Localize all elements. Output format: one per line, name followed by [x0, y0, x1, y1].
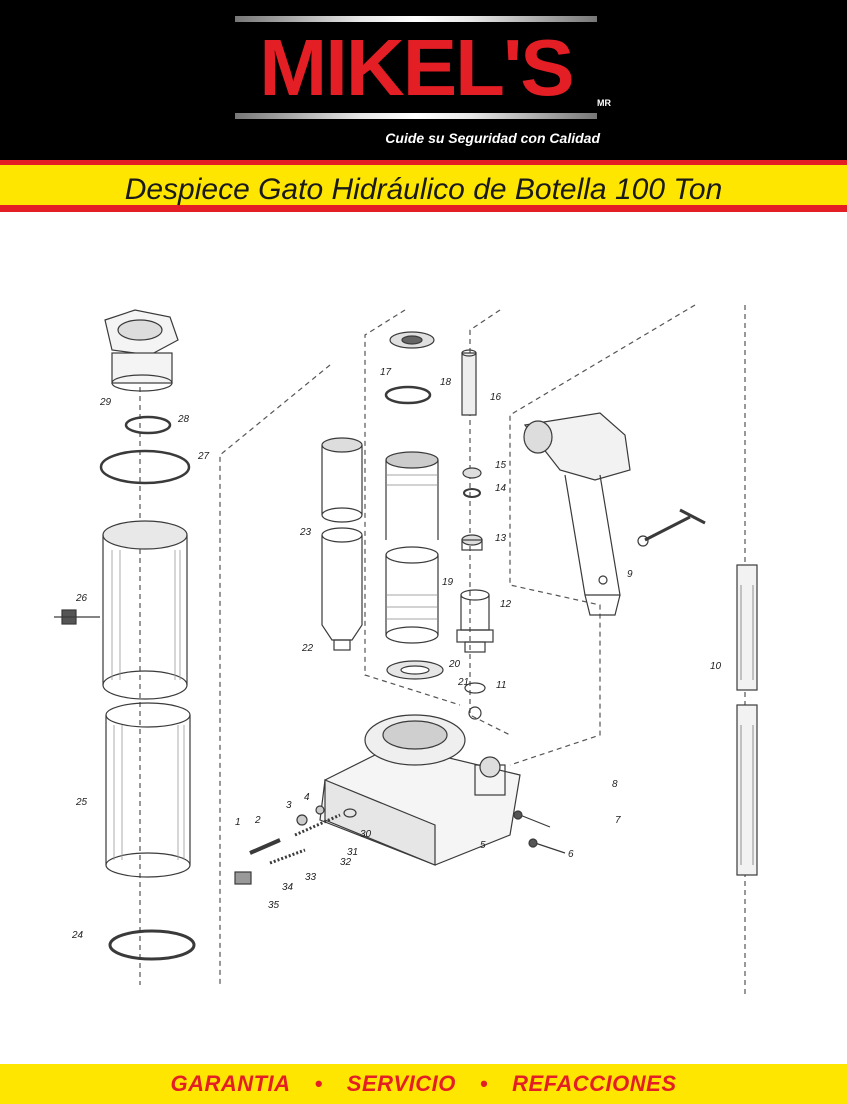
part-11-ring: [464, 682, 486, 694]
label-18: 18: [440, 377, 452, 388]
label-5: 5: [480, 840, 486, 851]
footer-separator: •: [314, 1071, 323, 1096]
page-title: Despiece Gato Hidráulico de Botella 100 …: [124, 173, 723, 206]
release-valve-assembly: [234, 805, 357, 885]
part-27-seal-ring: [99, 449, 191, 485]
label-24: 24: [71, 930, 84, 941]
red-stripe-bottom: [0, 205, 847, 212]
label-26: 26: [75, 593, 88, 604]
label-30: 30: [360, 829, 372, 840]
part-17-washer: [389, 331, 435, 349]
label-35: 35: [268, 900, 280, 911]
brand-tagline: Cuide su Seguridad con Calidad: [385, 130, 600, 146]
label-32: 32: [340, 857, 352, 868]
label-27: 27: [197, 451, 210, 462]
logo-chrome-bar-top: [235, 16, 597, 22]
part-29-top-nut: [104, 309, 179, 392]
part-10-handle-bar: [736, 564, 758, 876]
header-band: [0, 0, 847, 160]
footer-services: GARANTIA • SERVICIO • REFACCIONES: [0, 1071, 847, 1097]
part-15-washer: [462, 467, 482, 479]
label-17: 17: [380, 367, 392, 378]
part-4-ball: [468, 706, 482, 720]
label-25: 25: [75, 797, 88, 808]
logo-chrome-bar-bottom: [235, 113, 597, 119]
label-20: 20: [448, 659, 461, 670]
label-21: 21: [457, 677, 469, 688]
label-15: 15: [495, 460, 507, 471]
part-18-o-ring: [384, 385, 432, 405]
label-33: 33: [305, 872, 317, 883]
label-11: 11: [496, 680, 506, 691]
footer-separator: •: [479, 1071, 489, 1096]
label-8: 8: [612, 779, 618, 790]
part-7-pin: [637, 515, 691, 547]
label-13: 13: [495, 533, 507, 544]
footer-item-refacciones: REFACCIONES: [512, 1071, 677, 1096]
label-6: 6: [568, 849, 574, 860]
label-34: 34: [282, 882, 294, 893]
part-24-base-ring: [108, 929, 196, 961]
part-23-inner-ram: [321, 437, 363, 523]
label-14: 14: [495, 483, 507, 494]
red-stripe-top: [0, 160, 847, 165]
part-5-base: [319, 714, 521, 866]
part-6-screws: [513, 810, 566, 854]
part-26-screw: [54, 609, 100, 625]
footer-band: [0, 1064, 847, 1104]
part-22-piston: [321, 527, 363, 651]
registered-mark: MR: [597, 98, 611, 108]
exploded-view-diagram: 1 2 3 4 5 6 7 8 9 10 11 12 13 14 15 16 1…: [40, 295, 815, 995]
assembly-guide-lines: [139, 304, 746, 995]
part-12-pump-body: [456, 589, 494, 653]
label-7: 7: [615, 815, 621, 826]
label-2: 2: [254, 815, 261, 826]
part-25-cylinder-upper: [102, 520, 188, 700]
part-28-o-ring: [124, 415, 172, 435]
label-3: 3: [286, 800, 292, 811]
label-19: 19: [442, 577, 454, 588]
label-31: 31: [347, 847, 358, 858]
label-10: 10: [710, 661, 722, 672]
part-8-bolt: [679, 508, 706, 525]
label-23: 23: [299, 527, 312, 538]
part-9-handle-socket: [523, 412, 631, 616]
label-9: 9: [627, 569, 633, 580]
part-20-washer: [386, 660, 444, 680]
label-12: 12: [500, 599, 512, 610]
label-16: 16: [490, 392, 502, 403]
title-band: [0, 165, 847, 205]
label-28: 28: [177, 414, 190, 425]
part-labels: 1 2 3 4 5 6 7 8 9 10 11 12 13 14 15 16 1…: [71, 367, 722, 941]
footer-item-servicio: SERVICIO: [346, 1071, 456, 1096]
footer-item-garantia: GARANTIA: [170, 1071, 291, 1096]
part-14-o-ring: [463, 488, 481, 498]
part-13-valve-seat: [461, 534, 483, 551]
label-29: 29: [99, 397, 112, 408]
label-4: 4: [304, 792, 310, 803]
part-19-threaded-ram: [385, 451, 439, 644]
label-1: 1: [235, 817, 241, 828]
part-25-cylinder-lower: [105, 702, 191, 878]
label-22: 22: [301, 643, 314, 654]
brand-logo: MIKEL'S: [259, 23, 574, 112]
part-16-pin: [461, 349, 477, 416]
